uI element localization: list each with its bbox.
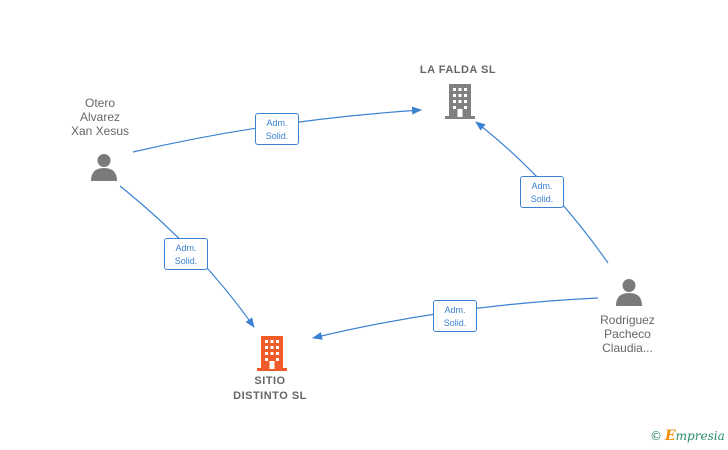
relation-type: Solid. [443,318,467,328]
person-icon[interactable] [614,277,644,307]
copyright-symbol: © [650,429,662,443]
person-icon[interactable] [89,152,119,182]
building-icon[interactable] [445,84,475,119]
relation-label-otero-lafalda[interactable]: Adm. Solid. [255,113,299,145]
brand-initial: E [665,428,676,444]
relation-role: Adm. [444,305,466,315]
company-name-sitio[interactable]: SITIO DISTINTO SL [233,375,307,402]
relation-role: Adm. [175,243,197,253]
relation-role: Adm. [531,181,553,191]
relation-role: Adm. [266,118,288,128]
person-name-rodriguez: Rodriguez Pacheco Claudia... [600,313,655,355]
building-icon[interactable] [257,336,287,371]
relation-label-rodriguez-sitio[interactable]: Adm. Solid. [433,300,477,332]
company-name-lafalda[interactable]: LA FALDA SL [419,64,497,76]
brand-name: mpresia [675,429,725,443]
person-name-otero: Otero Alvarez Xan Xesus [70,96,130,138]
relation-type: Solid. [265,131,289,141]
relation-label-otero-sitio[interactable]: Adm. Solid. [164,238,208,270]
brand-logo: ©Empresia [650,428,725,444]
relation-type: Solid. [530,194,554,204]
relation-label-rodriguez-lafalda[interactable]: Adm. Solid. [520,176,564,208]
relation-type: Solid. [174,256,198,266]
